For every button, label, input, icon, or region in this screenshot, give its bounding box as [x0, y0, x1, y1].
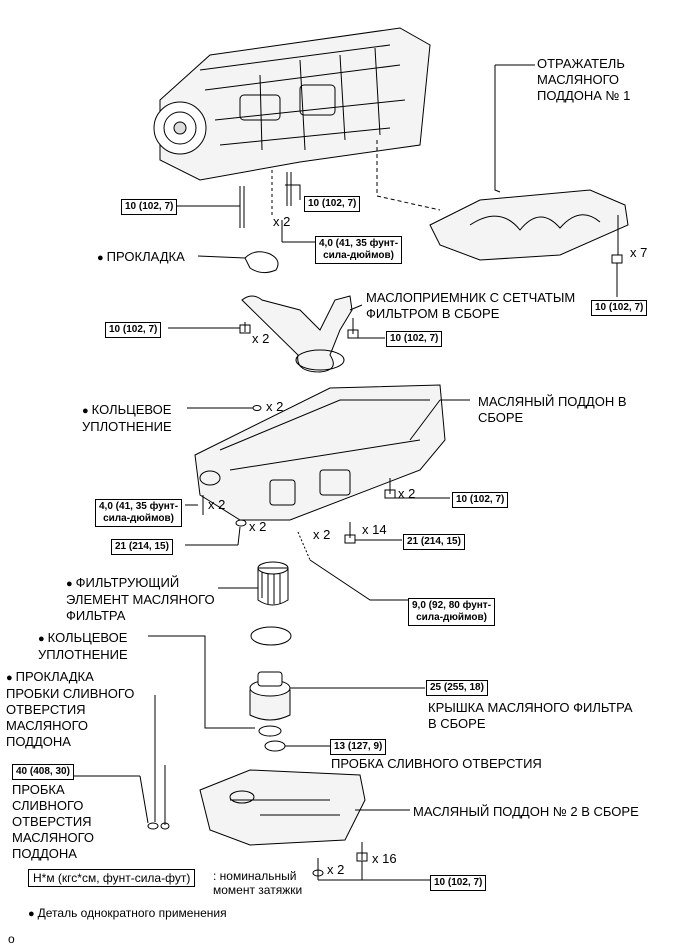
torque-t10-a: 10 (102, 7)	[121, 199, 178, 215]
legend-unit-description: : номинальный момент затяжки	[213, 869, 303, 897]
count-x14: x 14	[362, 522, 387, 537]
torque-t10-g: 10 (102, 7)	[430, 875, 487, 891]
label-drain-gasket: ПРОКЛАДКА ПРОБКИ СЛИВНОГО ОТВЕРСТИЯ МАСЛ…	[6, 669, 134, 750]
count-x2-h: x 2	[327, 862, 345, 877]
torque-t40: 40 (408, 30)	[12, 764, 74, 780]
baffle-plate-illustration	[429, 189, 629, 261]
count-x7: x 7	[630, 245, 648, 260]
count-x2-d: x 2	[208, 497, 226, 512]
oil-strainer-illustration	[241, 295, 353, 373]
label-oring-2: КОЛЬЦЕВОЕ УПЛОТНЕНИЕ	[38, 630, 128, 663]
count-x2-f: x 2	[249, 519, 267, 534]
count-x2-g: x 2	[313, 527, 331, 542]
label-filter-element: ФИЛЬТРУЮЩИЙ ЭЛЕМЕНТ МАСЛЯНОГО ФИЛЬТРА	[66, 575, 215, 624]
count-x16: x 16	[372, 851, 397, 866]
torque-t10-f: 10 (102, 7)	[452, 492, 509, 508]
torque-t25: 25 (255, 18)	[426, 680, 488, 696]
footer-mark: o	[8, 932, 15, 946]
torque-t10-d: 10 (102, 7)	[105, 322, 162, 338]
label-filter-cap: КРЫШКА МАСЛЯНОГО ФИЛЬТРА В СБОРЕ	[428, 700, 633, 731]
oil-pan-illustration	[194, 384, 446, 521]
label-drain-plug-2: ПРОБКА СЛИВНОГО ОТВЕРСТИЯ МАСЛЯНОГО ПОДД…	[12, 782, 95, 861]
count-x2-c: x 2	[266, 399, 284, 414]
label-oil-pan-2: МАСЛЯНЫЙ ПОДДОН № 2 В СБОРЕ	[413, 804, 639, 819]
filter-cap-illustration	[249, 671, 291, 721]
count-x2-a: x 2	[273, 214, 291, 229]
torque-t9: 9,0 (92, 80 фунт- сила-дюймов)	[408, 598, 496, 626]
torque-t10-c: 10 (102, 7)	[591, 300, 648, 316]
filter-element-illustration	[257, 561, 289, 606]
label-baffle: ОТРАЖАТЕЛЬ МАСЛЯНОГО ПОДДОНА № 1	[537, 56, 631, 103]
label-gasket: ПРОКЛАДКА	[97, 249, 185, 266]
oil-pan-2-illustration	[199, 769, 366, 846]
count-x2-b: x 2	[252, 331, 270, 346]
torque-t10-e: 10 (102, 7)	[386, 331, 443, 347]
count-x2-e: x 2	[398, 486, 416, 501]
legend-unit-box: Н*м (кгс*см, фунт-сила-фут)	[28, 869, 196, 887]
torque-t21-b: 21 (214, 15)	[403, 534, 465, 550]
torque-t21-a: 21 (214, 15)	[111, 539, 173, 555]
legend-single-use: Деталь однократного применения	[28, 906, 227, 921]
label-drain-plug: ПРОБКА СЛИВНОГО ОТВЕРСТИЯ	[331, 756, 542, 771]
engine-block-illustration	[153, 27, 431, 181]
label-strainer: МАСЛОПРИЕМНИК С СЕТЧАТЫМ ФИЛЬТРОМ В СБОР…	[366, 290, 576, 321]
torque-t4-b: 4,0 (41, 35 фунт- сила-дюймов)	[95, 499, 183, 527]
label-oil-pan: МАСЛЯНЫЙ ПОДДОН В СБОРЕ	[478, 394, 627, 425]
torque-t4-a: 4,0 (41, 35 фунт- сила-дюймов)	[315, 236, 403, 264]
torque-t13: 13 (127, 9)	[330, 739, 387, 755]
label-oring-1: КОЛЬЦЕВОЕ УПЛОТНЕНИЕ	[82, 402, 172, 435]
torque-t10-b: 10 (102, 7)	[304, 196, 361, 212]
